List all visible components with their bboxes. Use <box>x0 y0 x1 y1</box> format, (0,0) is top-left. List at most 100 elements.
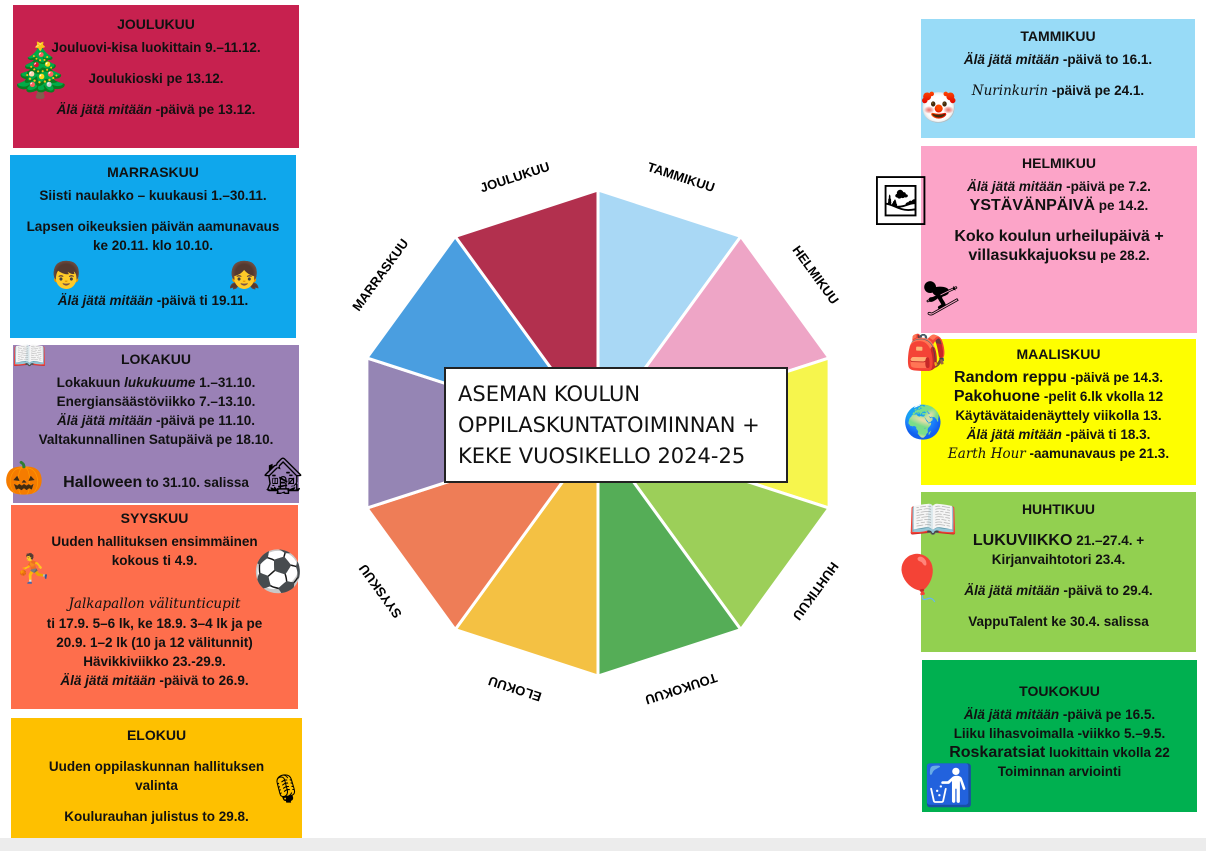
event-line: Roskaratsiat luokittain vkolla 22 <box>926 743 1193 762</box>
event-text: Siisti naulakko – kuukausi 1.–30.11. <box>39 188 267 203</box>
event-text: VappuTalent ke 30.4. salissa <box>968 614 1149 629</box>
clown-icon: 🤡 <box>920 92 958 125</box>
event-line: Koulurauhan julistus to 29.8. <box>15 807 298 826</box>
event-text: Liiku lihasvoimalla -viikko 5.–9.5. <box>953 726 1166 741</box>
event-text: -päivä to 29.4. <box>1059 583 1153 598</box>
event-text: Älä jätä mitään <box>964 583 1060 598</box>
event-text: to 31.10. salissa <box>142 475 249 490</box>
boy-icon: 👦 <box>50 260 83 290</box>
event-text: -päivä pe 13.12. <box>151 102 256 117</box>
event-text: Älä jätä mitään <box>967 179 1063 194</box>
syyskuu-title: SYYSKUU <box>120 510 189 526</box>
lokakuu-title: LOKAKUU <box>121 351 191 367</box>
event-text: pe 28.2. <box>1096 248 1150 263</box>
wheel-label-huhtikuu: HUHTIKUU <box>790 559 842 623</box>
event-text: Koulurauhan julistus to 29.8. <box>64 809 249 824</box>
event-text: -päivä to 16.1. <box>1059 52 1153 67</box>
event-text: -päivä ti 19.11. <box>152 293 249 308</box>
balloons-icon: 🎈 <box>890 554 945 603</box>
event-text: lukukuume <box>124 375 196 390</box>
center-title-line-2: OPPILASKUNTATOIMINNAN + <box>458 413 760 437</box>
center-title-line-1: ASEMAN KOULUN <box>458 382 641 406</box>
pumpkin-icon: 🎃 <box>4 460 44 496</box>
event-line: Siisti naulakko – kuukausi 1.–30.11. <box>14 186 292 205</box>
syyskuu-box: SYYSKUU Uuden hallituksen ensimmäinen koko… <box>11 505 298 709</box>
event-text: pe 14.2. <box>1095 198 1149 213</box>
maaliskuu-title: MAALISKUU <box>1016 346 1101 362</box>
event-line: Jouluovi-kisa luokittain 9.–11.12. <box>17 38 295 57</box>
marraskuu-title: MARRASKUU <box>107 164 199 180</box>
event-text: valinta <box>135 778 178 793</box>
event-text: Koko koulun urheilupäivä + <box>954 228 1164 245</box>
event-line: Pakohuone -pelit 6.lk vkolla 12 <box>925 387 1192 406</box>
event-text: Roskaratsiat <box>949 744 1046 761</box>
event-line: Uuden hallituksen ensimmäinen <box>15 532 294 551</box>
event-line: Älä jätä mitään -päivä pe 13.12. <box>17 100 295 119</box>
elokuu-box: ELOKUU Uuden oppilaskunnan hallituksen val… <box>11 718 302 838</box>
event-text: Älä jätä mitään <box>56 413 153 428</box>
huhtikuu-title: HUHTIKUU <box>1021 501 1096 517</box>
event-line: valinta <box>15 776 298 795</box>
maaliskuu-box: MAALISKUU Random reppu -päivä pe 14.3.Pak… <box>921 339 1196 485</box>
event-line: Toiminnan arviointi <box>926 762 1193 781</box>
wheel-label-joulukuu: JOULUKUU <box>478 160 551 195</box>
event-line: ke 20.11. klo 10.10. <box>14 236 292 255</box>
event-text: Lapsen oikeuksien päivän aamunavaus <box>26 219 280 234</box>
event-text: Uuden oppilaskunnan hallituksen <box>48 759 265 774</box>
event-line: Uuden oppilaskunnan hallituksen <box>15 757 298 776</box>
event-text: -päivä pe 14.3. <box>1066 370 1163 385</box>
event-text: Halloween <box>63 474 143 491</box>
event-line: Käytävätaidenäyttely viikolla 13. <box>925 406 1192 425</box>
event-line: Älä jätä mitään -päivä to 29.4. <box>925 581 1192 600</box>
haunted-house-icon: 🏚 <box>260 455 306 496</box>
football-player-icon: ⛹ <box>16 553 51 584</box>
event-text: Älä jätä mitään <box>56 102 152 117</box>
event-line: Halloween to 31.10. salissa <box>17 473 295 492</box>
event-line: villasukkajuoksu pe 28.2. <box>925 246 1193 265</box>
event-line: Valtakunnallinen Satupäivä pe 18.10. <box>17 430 295 449</box>
skier-icon: ⛷ <box>920 280 964 318</box>
open-book-icon: 📖 <box>12 340 47 371</box>
event-text: -päivä to 26.9. <box>155 673 249 688</box>
event-line: Random reppu -päivä pe 14.3. <box>925 368 1192 387</box>
event-text: Energiansäästöviikko 7.–13.10. <box>56 394 256 409</box>
event-text: Kirjanvaihtotori 23.4. <box>991 552 1126 567</box>
wheel-label-elokuu: ELOKUU <box>486 673 543 704</box>
elokuu-title: ELOKUU <box>126 727 187 743</box>
event-line: Älä jätä mitään -päivä to 26.9. <box>15 671 294 690</box>
huhtikuu-box: HUHTIKUU LUKUVIIKKO 21.–27.4. + Kirjanvaih… <box>921 492 1196 652</box>
event-line: 20.9. 1–2 lk (10 ja 12 välitunnit) <box>15 633 294 652</box>
event-text: -päivä ti 18.3. <box>1061 427 1151 442</box>
event-line: Earth Hour -aamunavaus pe 21.3. <box>925 444 1192 464</box>
event-line: Älä jätä mitään -päivä pe 7.2. <box>925 177 1193 196</box>
event-text: -päivä pe 16.5. <box>1059 707 1156 722</box>
event-line: Älä jätä mitään -päivä ti 19.11. <box>14 291 292 310</box>
event-text: luokittain vkolla 22 <box>1045 745 1170 760</box>
event-text: Pakohuone <box>953 388 1041 405</box>
event-line: Älä jätä mitään -päivä ti 18.3. <box>925 425 1192 444</box>
joulukuu-title: JOULUKUU <box>117 16 195 32</box>
event-line: Älä jätä mitään -päivä pe 16.5. <box>926 705 1193 724</box>
globe-icon: 🌍 <box>903 404 943 440</box>
event-text: Jalkapallon välitunticupit <box>68 596 241 612</box>
event-text: Hävikkiviikko 23.-29.9. <box>83 654 226 669</box>
book-sparkle-icon: 📖 <box>908 498 958 542</box>
event-text: Uuden hallituksen ensimmäinen <box>51 534 258 549</box>
event-text: -päivä pe 11.10. <box>152 413 256 428</box>
event-text: Joulukioski pe 13.12. <box>88 71 224 86</box>
event-line: YSTÄVÄNPÄIVÄ pe 14.2. <box>925 196 1193 215</box>
event-line: LUKUVIIKKO 21.–27.4. + <box>925 531 1192 550</box>
event-line: Älä jätä mitään -päivä pe 11.10. <box>17 411 295 430</box>
event-text: Lokakuun <box>56 375 125 390</box>
wheel-label-marraskuu: MARRASKUU <box>349 236 411 314</box>
year-wheel: TAMMIKUUHELMIKUUMAALISKUUHUHTIKUUTOUKOKU… <box>349 160 860 708</box>
joulukuu-box: JOULUKUU Jouluovi-kisa luokittain 9.–11.1… <box>13 5 299 148</box>
event-line: kokous ti 4.9. <box>15 551 294 570</box>
event-text: Älä jätä mitään <box>57 293 153 308</box>
event-line: Jalkapallon välitunticupit <box>15 594 294 614</box>
soccer-ball-icon: ⚽ <box>253 550 303 594</box>
backpack-icon: 🎒 <box>905 334 948 372</box>
event-text: Toiminnan arviointi <box>997 764 1122 779</box>
picture-frames-icon: 🖼 <box>870 175 931 228</box>
